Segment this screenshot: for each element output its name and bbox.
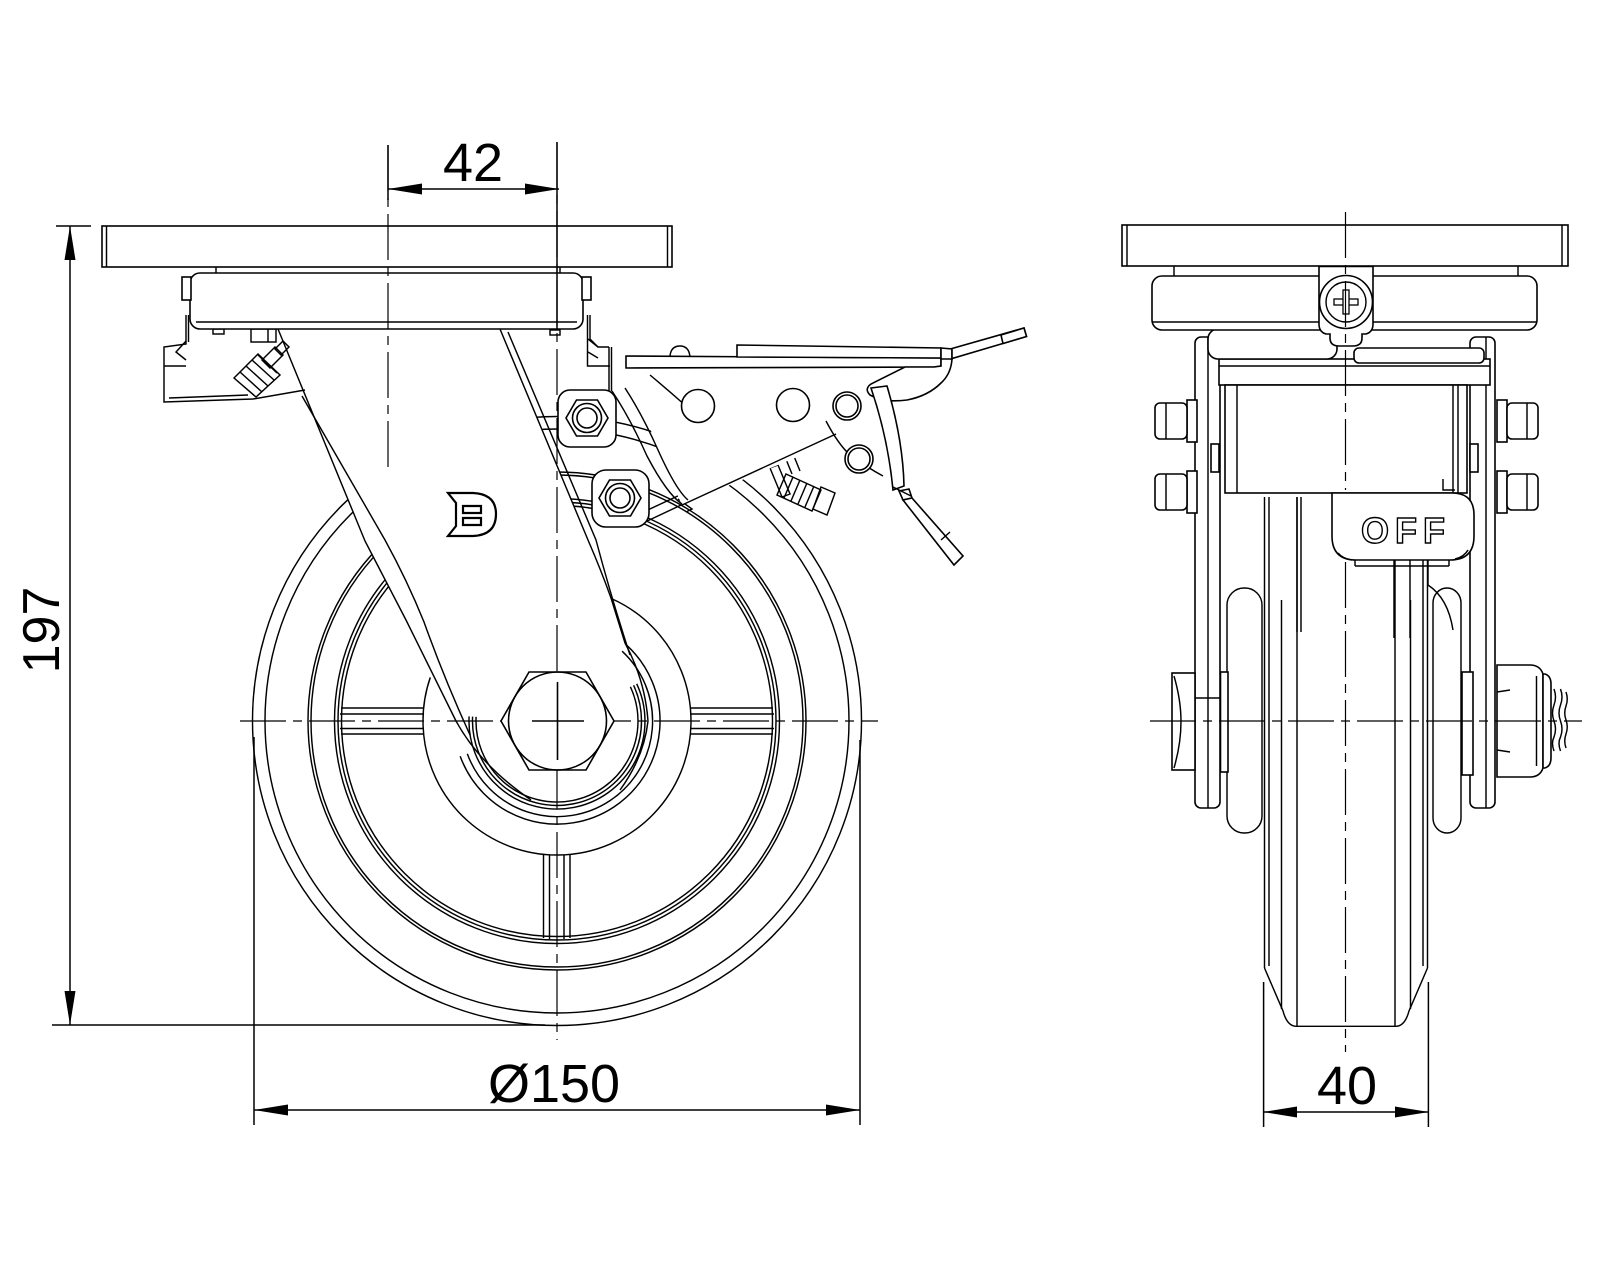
svg-text:197: 197 [13,587,71,674]
svg-text:42: 42 [443,133,503,193]
svg-text:40: 40 [1317,1056,1377,1116]
svg-text:OFF: OFF [1361,510,1451,551]
svg-text:Ø150: Ø150 [488,1054,620,1114]
